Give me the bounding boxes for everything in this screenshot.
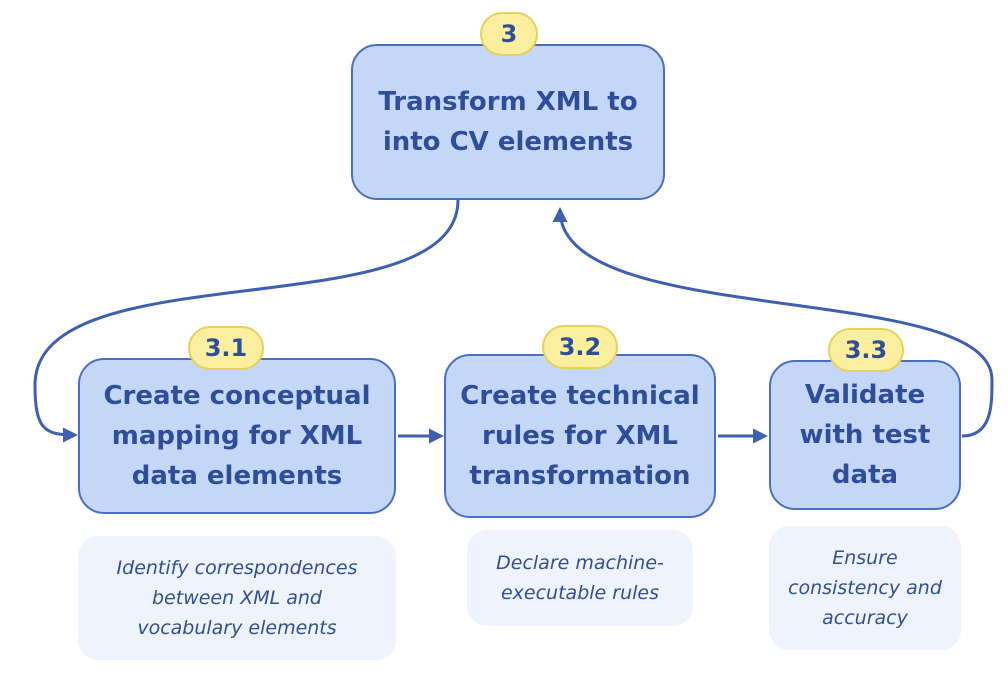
step-node-3-2-note: Declare machine- executable rules bbox=[467, 530, 693, 626]
step-node-3-2: Create technical rules for XML transform… bbox=[444, 354, 716, 518]
step-node-3-1-badge: 3.1 bbox=[188, 326, 264, 370]
step-node-3-2-badge: 3.2 bbox=[542, 325, 618, 369]
main-node: Transform XML to into CV elements bbox=[351, 44, 665, 200]
main-node-title: Transform XML to into CV elements bbox=[378, 87, 638, 157]
edge-step-3-3-to-main bbox=[552, 207, 994, 438]
step-node-3-3: Validate with test data bbox=[769, 360, 961, 510]
step-node-3-1-note: Identify correspondences between XML and… bbox=[78, 536, 396, 660]
step-node-3-1-title: Create conceptual mapping for XML data e… bbox=[103, 381, 371, 491]
step-node-3-3-title: Validate with test data bbox=[799, 380, 931, 490]
step-node-3-3-badge: 3.3 bbox=[828, 328, 904, 372]
step-node-3-1: Create conceptual mapping for XML data e… bbox=[78, 358, 396, 514]
step-node-3-2-title: Create technical rules for XML transform… bbox=[460, 381, 700, 491]
main-node-badge: 3 bbox=[480, 12, 538, 56]
edge-main-to-step-3-1 bbox=[33, 199, 460, 443]
step-node-3-3-note: Ensure consistency and accuracy bbox=[769, 526, 961, 650]
